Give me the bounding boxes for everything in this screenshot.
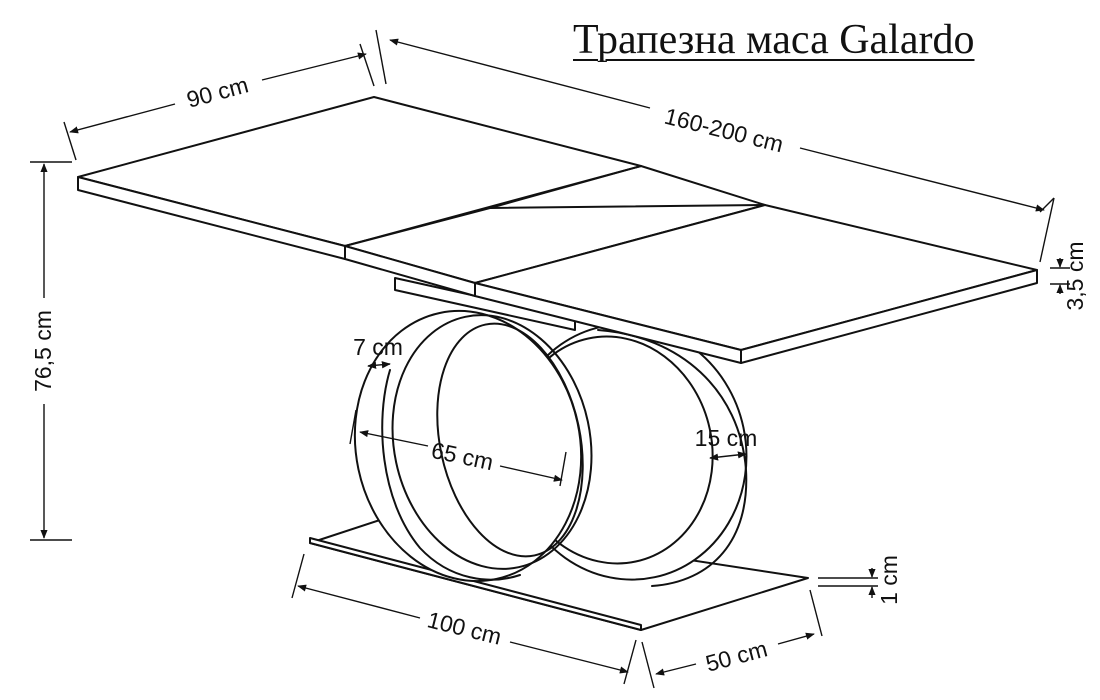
label-ring-width: 7 cm: [353, 334, 403, 360]
table-top: [77, 96, 1038, 364]
label-top-thickness: 3,5 cm: [1062, 241, 1088, 310]
dim-ring-width: 7 cm: [353, 334, 403, 369]
dim-ring-thickness: 15 cm: [695, 425, 758, 461]
label-base-width: 50 cm: [703, 635, 770, 676]
label-ring-thickness: 15 cm: [695, 425, 758, 451]
ring-front: [353, 309, 593, 583]
diagram-title: Трапезна маса Galardo: [573, 17, 975, 63]
label-base-thickness: 1 cm: [876, 555, 902, 605]
dim-height: 76,5 cm: [30, 161, 72, 541]
label-base-length: 100 cm: [425, 606, 504, 649]
label-length: 160-200 cm: [662, 103, 786, 158]
label-height: 76,5 cm: [30, 310, 56, 392]
dim-top-thickness: 3,5 cm: [1050, 241, 1088, 311]
label-depth: 90 cm: [184, 71, 251, 112]
dim-base-thickness: 1 cm: [818, 555, 902, 605]
